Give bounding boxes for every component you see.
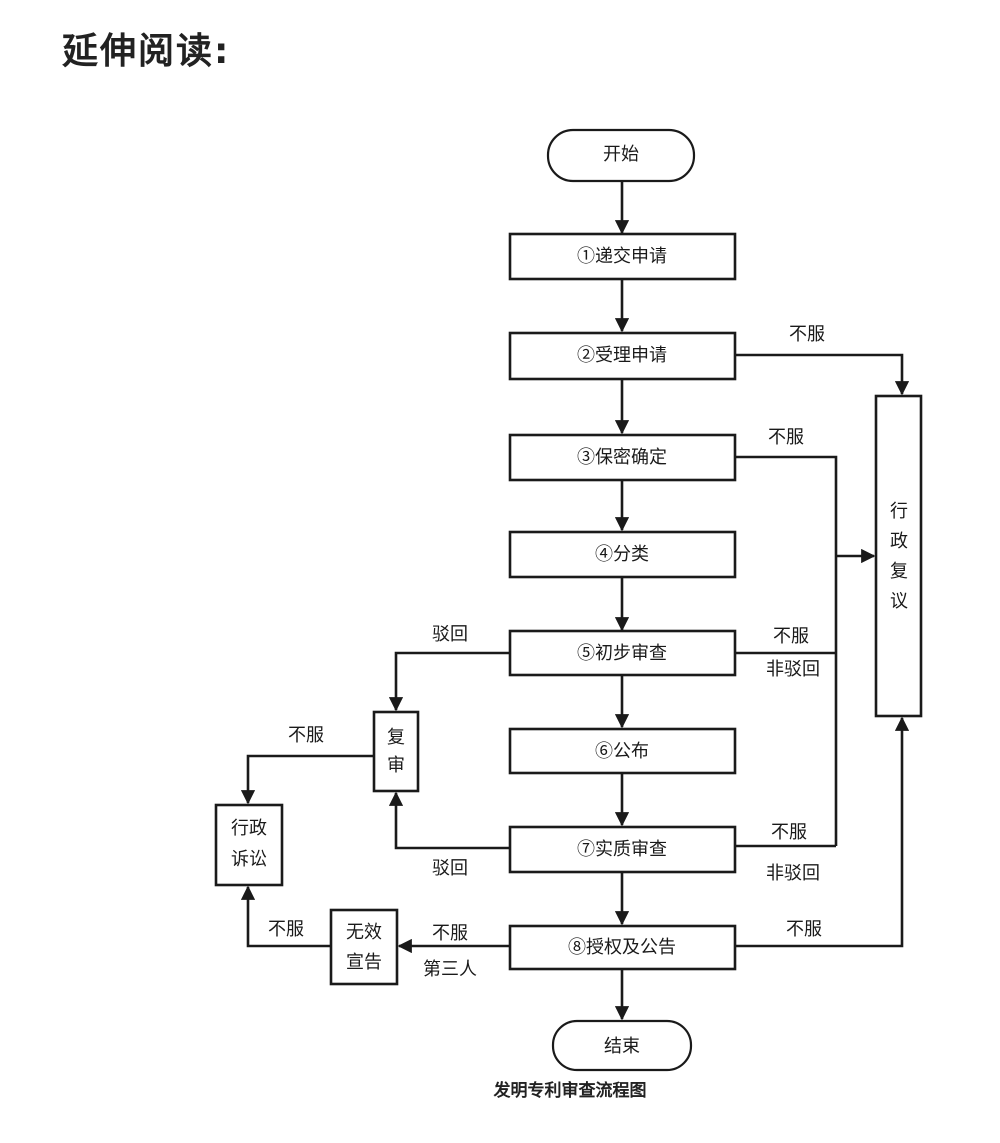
step-submit-application xyxy=(508,232,737,281)
step-classification-label: ④分类 xyxy=(595,544,649,565)
admin-litigation-line-1: 行政 xyxy=(231,818,267,839)
connector-invalid-litigation xyxy=(240,885,330,948)
end-node-label: 结束 xyxy=(604,1036,640,1057)
connector-s2-admin-review xyxy=(735,353,910,396)
start-node-label: 开始 xyxy=(603,144,639,165)
label-reject-s7: 驳回 xyxy=(432,858,468,879)
invalidation-line-2: 宣告 xyxy=(346,952,382,973)
step-accept-application xyxy=(508,331,737,381)
step-submit-application-label: ①递交申请 xyxy=(577,246,667,267)
label-disagree-s7: 不服 xyxy=(771,822,807,843)
step-grant-announcement-label: ⑧授权及公告 xyxy=(568,937,676,958)
label-non-reject-s7: 非驳回 xyxy=(766,863,820,884)
page-heading: 延伸阅读: xyxy=(62,31,231,72)
label-disagree-invalid: 不服 xyxy=(268,919,304,940)
step-accept-application-label: ②受理申请 xyxy=(577,345,667,366)
label-disagree-s2: 不服 xyxy=(789,324,825,345)
step-confidentiality xyxy=(508,433,737,482)
admin-review-char-4: 议 xyxy=(890,591,908,612)
label-disagree-review: 不服 xyxy=(288,725,324,746)
invalidation-node xyxy=(329,908,399,986)
connector-review-litigation xyxy=(240,754,373,805)
figure-caption: 发明专利审查流程图 xyxy=(493,1080,647,1101)
invalidation-line-1: 无效 xyxy=(346,922,382,943)
start-node xyxy=(546,128,696,183)
connector-s8-admin-review xyxy=(735,716,910,948)
admin-review-node xyxy=(874,394,923,718)
step-preliminary-exam-label: ⑤初步审查 xyxy=(577,643,667,664)
step-confidentiality-label: ③保密确定 xyxy=(577,447,667,468)
step-substantive-exam xyxy=(508,825,737,874)
admin-review-char-1: 行 xyxy=(890,501,908,522)
label-disagree-s8-left: 不服 xyxy=(432,923,468,944)
admin-litigation-line-2: 诉讼 xyxy=(231,849,267,870)
step-grant-announcement xyxy=(508,924,737,971)
end-node xyxy=(551,1019,693,1072)
connector-s3-bus xyxy=(735,455,838,846)
reexamination-char-1: 复 xyxy=(387,727,405,748)
label-disagree-s3: 不服 xyxy=(768,427,804,448)
step-preliminary-exam xyxy=(508,629,737,677)
label-non-reject-s5: 非驳回 xyxy=(766,659,820,680)
connector-s7-review xyxy=(388,791,510,850)
step-publication xyxy=(508,727,737,775)
admin-litigation-node xyxy=(214,803,284,887)
reexamination-char-2: 审 xyxy=(387,755,405,776)
admin-review-char-2: 政 xyxy=(890,531,908,552)
step-classification xyxy=(508,530,737,579)
label-reject-s5: 驳回 xyxy=(432,624,468,645)
label-disagree-s5: 不服 xyxy=(773,626,809,647)
step-substantive-exam-label: ⑦实质审查 xyxy=(577,839,667,860)
step-publication-label: ⑥公布 xyxy=(595,741,649,762)
admin-review-char-3: 复 xyxy=(890,561,908,582)
connector-s5-review xyxy=(388,651,510,712)
label-disagree-s8: 不服 xyxy=(786,919,822,940)
label-third-party: 第三人 xyxy=(423,959,477,980)
reexamination-node xyxy=(372,710,420,793)
